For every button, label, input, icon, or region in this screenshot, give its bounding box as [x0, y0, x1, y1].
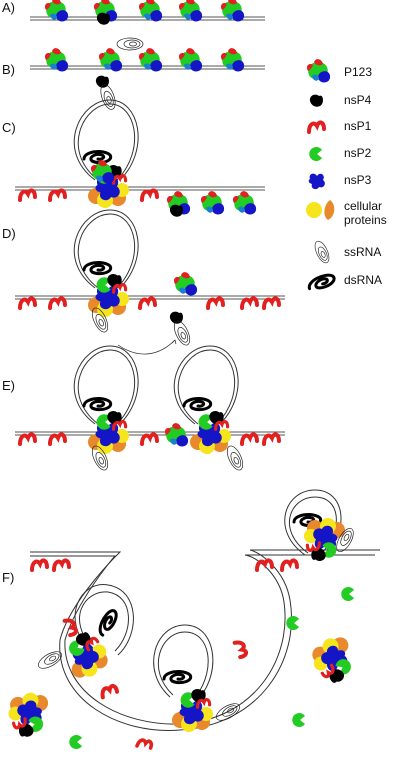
panel-e — [15, 345, 285, 473]
legend-item-nsp2: nsP2 — [309, 146, 372, 161]
nsp1-icon — [307, 120, 326, 134]
panel-d — [15, 209, 285, 355]
panel-label-f: F) — [2, 570, 14, 585]
legend-item-nsp1: nsP1 — [307, 119, 372, 134]
cellular-proteins-icon — [306, 202, 322, 218]
legend: P123 nsP4 nsP1 nsP2 nsP3 cellular protei… — [305, 59, 387, 294]
legend-item-nsp4: nsP4 — [309, 93, 372, 107]
nsp2-icon — [309, 147, 322, 161]
legend-label-nsp2: nsP2 — [344, 146, 372, 160]
legend-label-proteins: proteins — [344, 213, 387, 227]
legend-label-nsp4: nsP4 — [344, 93, 372, 107]
legend-label-dsrna: dsRNA — [344, 273, 382, 287]
panel-a — [30, 0, 265, 51]
legend-item-p123: P123 — [306, 59, 372, 83]
panel-f — [5, 489, 380, 753]
panel-label-d: D) — [2, 226, 16, 241]
panel-label-b: B) — [2, 62, 15, 77]
p123-polyprotein-icon — [306, 59, 331, 83]
legend-item-ssrna: ssRNA — [311, 238, 381, 266]
panel-label-e: E) — [2, 378, 15, 393]
legend-item-nsp3: nsP3 — [308, 173, 372, 190]
legend-label-ssrna: ssRNA — [344, 245, 381, 259]
legend-label-nsp1: nsP1 — [344, 119, 372, 133]
legend-label-p123: P123 — [344, 65, 372, 79]
panel-c — [15, 99, 265, 217]
nsp4-icon — [309, 94, 323, 107]
panel-label-a: A) — [2, 0, 15, 15]
legend-item-dsrna: dsRNA — [305, 270, 382, 294]
dsrna-icon — [305, 270, 338, 294]
legend-label-nsp3: nsP3 — [344, 173, 372, 187]
nsp3-icon — [308, 173, 325, 190]
panel-label-c: C) — [2, 120, 16, 135]
ssrna-icon — [311, 238, 333, 266]
legend-item-cellular-proteins: cellular proteins — [306, 199, 387, 227]
panel-b — [30, 48, 265, 112]
legend-label-cellular: cellular — [344, 199, 382, 213]
